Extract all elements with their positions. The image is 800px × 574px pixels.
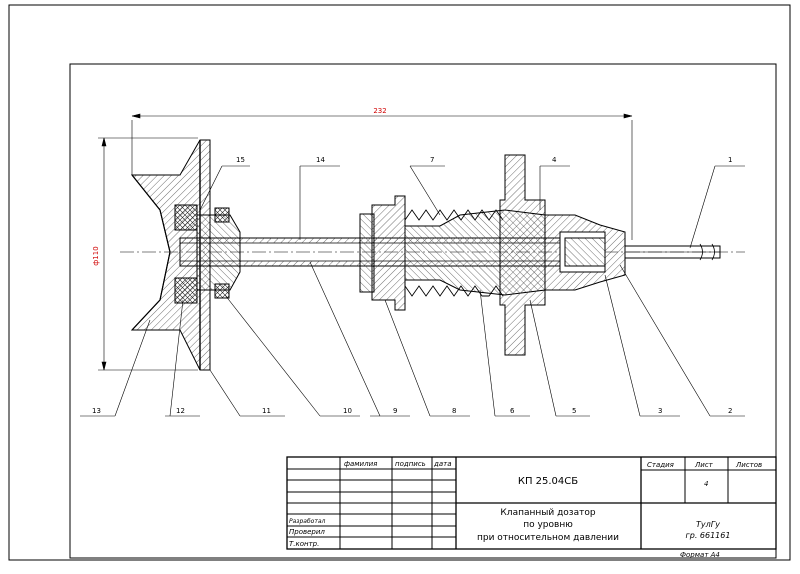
callout-9: 9 [393,407,397,415]
leader-lines [80,165,745,417]
row-checked: Проверил [289,528,325,536]
dimension-length-text: 232 [373,107,386,115]
dimension-232 [131,113,633,240]
callout-12: 12 [176,407,185,415]
sheets-label: Листов [735,461,762,469]
callout-7: 7 [430,156,434,164]
left-nut [196,214,241,291]
middle-flange [371,195,406,311]
callout-5: 5 [572,407,576,415]
row-tcontrol: Т.контр. [289,540,319,548]
callout-10: 10 [343,407,352,415]
outer-frame [8,4,791,561]
callout-15: 15 [236,156,245,164]
dimension-diameter-text: ф110 [92,246,100,265]
sheet-label: Лист [694,461,714,469]
designation: КП 25.04СБ [518,476,578,487]
title-block [286,456,777,550]
right-flange [499,154,546,356]
format-label: Формат А4 [680,551,720,559]
organization: ТулГу [696,520,720,529]
callout-1: 1 [728,156,732,164]
stage-label: Стадия [647,461,674,469]
title-line-3: при относительном давлении [477,533,619,543]
callout-14: 14 [316,156,325,164]
callout-4: 4 [552,156,557,164]
seal-upper [174,204,198,231]
col-surname: фамилия [344,460,377,468]
callout-11: 11 [262,407,271,415]
callout-2: 2 [728,407,732,415]
seal-lower [174,277,198,304]
callout-6: 6 [510,407,515,415]
col-date: дата [433,460,452,468]
valve-assembly-section [80,113,745,417]
dimension-diameter [98,137,198,371]
callout-3: 3 [658,407,662,415]
group: гр. 661161 [686,531,731,540]
callout-8: 8 [452,407,456,415]
sheet-number: 4 [704,480,708,488]
row-developed: Разработал [289,518,326,525]
callout-13: 13 [92,407,101,415]
col-signature: подпись [395,460,426,468]
title-line-1: Клапанный дозатор [500,508,595,518]
title-line-2: по уровню [523,520,573,530]
drawing-frame [69,63,777,559]
